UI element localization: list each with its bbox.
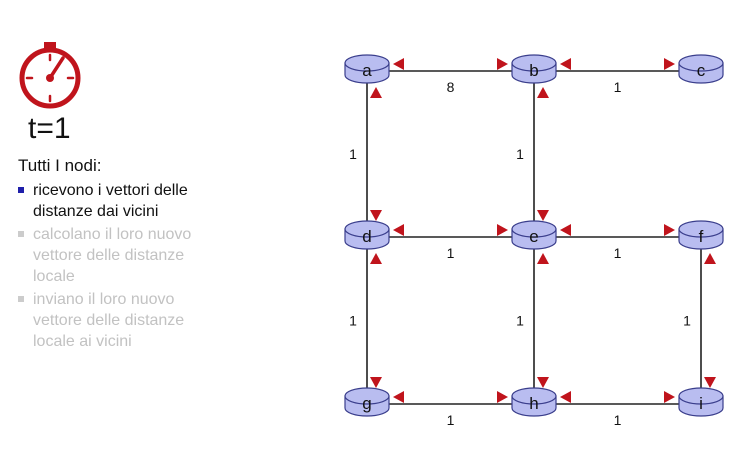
- bullet-square-icon: [18, 231, 24, 237]
- link-cost-label: 1: [683, 313, 691, 329]
- node-label: d: [362, 227, 371, 246]
- router-node-f: f: [678, 220, 724, 250]
- bullet-square-icon: [18, 296, 24, 302]
- node-label: c: [697, 61, 706, 80]
- time-step-label: t=1: [28, 112, 71, 145]
- router-node-i: i: [678, 387, 724, 417]
- node-label: g: [362, 394, 371, 413]
- router-node-d: d: [344, 220, 390, 250]
- node-label: e: [529, 227, 538, 246]
- step-list: ricevono i vettori delle distanze dai vi…: [18, 180, 218, 354]
- bullet-square-icon: [18, 187, 24, 193]
- exchange-arrow: [560, 224, 675, 236]
- link-cost-label: 1: [516, 313, 524, 329]
- step-text: inviano il loro nuovo vettore delle dist…: [33, 291, 185, 350]
- link-cost-label: 1: [614, 245, 622, 261]
- link-cost-label: 8: [447, 79, 455, 95]
- exchange-arrow: [370, 87, 382, 221]
- link-cost-label: 1: [614, 79, 622, 95]
- link-cost-label: 1: [447, 245, 455, 261]
- exchange-arrow: [537, 87, 549, 221]
- step-list-item: inviano il loro nuovo vettore delle dist…: [18, 289, 218, 352]
- exchange-arrow: [704, 253, 716, 388]
- exchange-arrow: [370, 253, 382, 388]
- exchange-arrow: [393, 391, 508, 403]
- exchange-arrow: [393, 224, 508, 236]
- node-label: b: [529, 61, 538, 80]
- link-cost-label: 1: [349, 146, 357, 162]
- links-layer: 8 1 1 1 1 1 1 1 1 1 1: [349, 70, 702, 428]
- router-node-g: g: [344, 387, 390, 417]
- router-node-h: h: [511, 387, 557, 417]
- link-cost-label: 1: [516, 146, 524, 162]
- exchange-arrow: [393, 58, 508, 70]
- link-cost-label: 1: [349, 313, 357, 329]
- router-node-c: c: [678, 54, 724, 84]
- arrows-layer: [370, 58, 716, 403]
- node-label: f: [699, 227, 704, 246]
- step-list-item: calcolano il loro nuovo vettore delle di…: [18, 224, 218, 287]
- clock-icon: [19, 42, 81, 109]
- exchange-arrow: [537, 253, 549, 388]
- router-node-e: e: [511, 220, 557, 250]
- link-cost-label: 1: [447, 412, 455, 428]
- node-label: i: [699, 394, 703, 413]
- exchange-arrow: [560, 58, 675, 70]
- intro-text: Tutti I nodi:: [18, 156, 102, 175]
- step-text: calcolano il loro nuovo vettore delle di…: [33, 226, 192, 285]
- link-cost-label: 1: [614, 412, 622, 428]
- node-label: a: [362, 61, 372, 80]
- router-node-a: a: [344, 54, 390, 84]
- exchange-arrow: [560, 391, 675, 403]
- node-label: h: [529, 394, 538, 413]
- router-node-b: b: [511, 54, 557, 84]
- step-text: ricevono i vettori delle distanze dai vi…: [33, 182, 188, 220]
- nodes-layer: a b c d e f g h i: [344, 54, 724, 417]
- step-list-item: ricevono i vettori delle distanze dai vi…: [18, 180, 218, 222]
